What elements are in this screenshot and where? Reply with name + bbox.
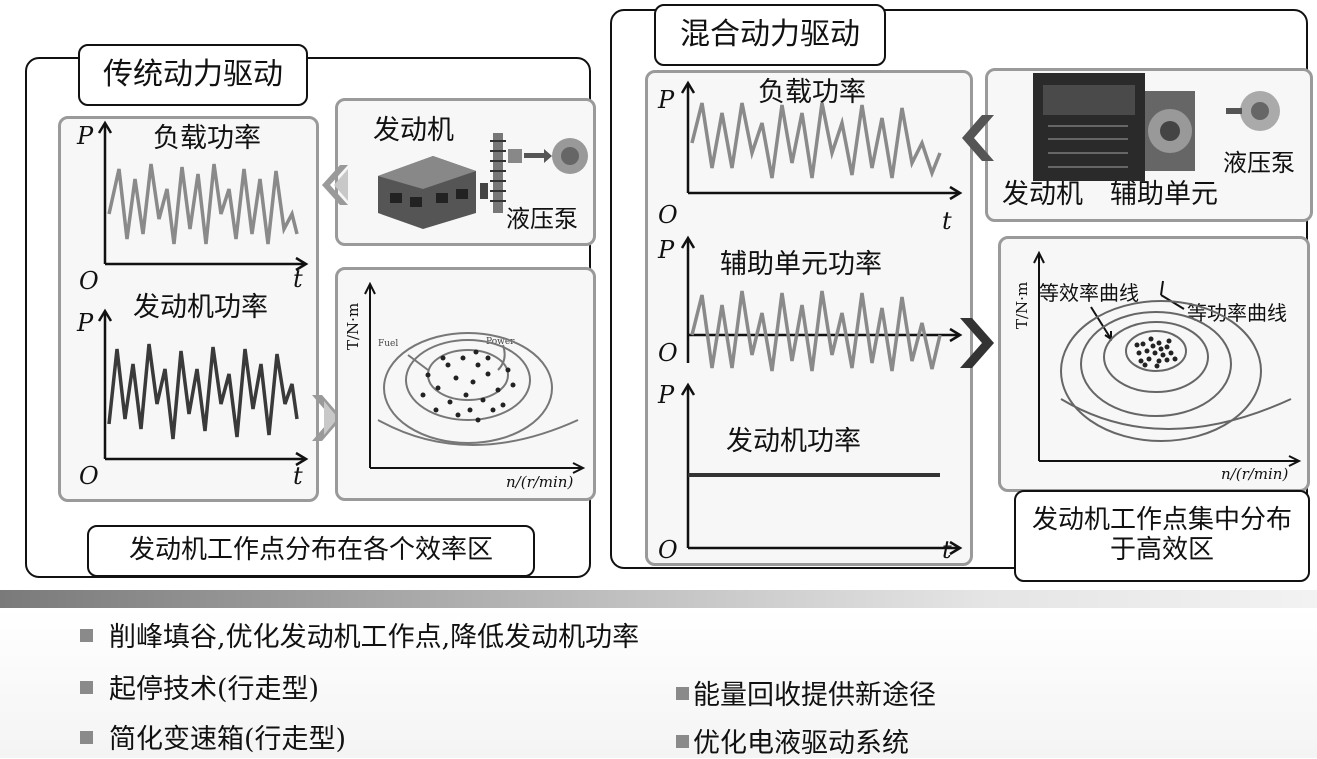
bullet-1-text: 削峰填谷,优化发动机工作点,降低发动机功率 [109,622,639,653]
right-arrow-forward [960,318,994,368]
left-engine-panel: 发动机 液压泵 [335,98,596,246]
divider-band [0,590,1317,608]
right-note-text: 发动机工作点集中分布于高效区 [1022,506,1302,566]
left-map-chart [338,270,593,498]
left-efficiency-map-panel: T/N·m n/(r/min) Fuel Power [335,267,596,501]
left-graphs-panel: 负载功率 发动机功率 P O t P O t [58,116,319,502]
left-arrow-back [318,165,348,205]
bullet-2-square-icon [80,681,93,694]
right-engine-image [988,71,1310,219]
bullet-3-square-icon [80,731,93,744]
bullet-5: 优化电液驱动系统 [676,730,909,757]
right-note: 发动机工作点集中分布于高效区 [1014,490,1310,582]
hybrid-drive-title: 混合动力驱动 [654,4,886,66]
bullet-2-text: 起停技术(行走型) [109,674,319,705]
bullet-5-square-icon [676,735,689,748]
bullet-1-square-icon [80,629,93,642]
right-waveforms [648,73,970,563]
bullet-4: 能量回收提供新途径 [676,682,936,709]
traditional-drive-title: 传统动力驱动 [78,44,308,106]
left-waveforms [61,119,316,499]
right-map-chart [1001,239,1307,489]
bullet-3: 简化变速箱(行走型) [80,726,346,753]
bullet-4-text: 能量回收提供新途径 [693,680,936,711]
right-arrow-back [960,115,994,161]
traditional-drive-title-text: 传统动力驱动 [103,60,283,90]
right-engine-panel: 发动机 辅助单元 液压泵 [985,68,1313,222]
bullet-5-text: 优化电液驱动系统 [693,728,909,759]
left-note-text: 发动机工作点分布在各个效率区 [129,536,493,566]
bullet-4-square-icon [676,687,689,700]
left-engine-image [338,101,593,243]
bullet-3-text: 简化变速箱(行走型) [109,724,346,755]
right-graphs-panel: 负载功率 辅助单元功率 发动机功率 P O t P O P O t [645,70,973,566]
bullet-2: 起停技术(行走型) [80,676,319,703]
left-note: 发动机工作点分布在各个效率区 [87,525,535,577]
hybrid-drive-title-text: 混合动力驱动 [680,20,860,50]
bullet-1: 削峰填谷,优化发动机工作点,降低发动机功率 [80,624,639,651]
right-efficiency-map-panel: T/N·m n/(r/min) 等效率曲线 等功率曲线 [998,236,1310,492]
